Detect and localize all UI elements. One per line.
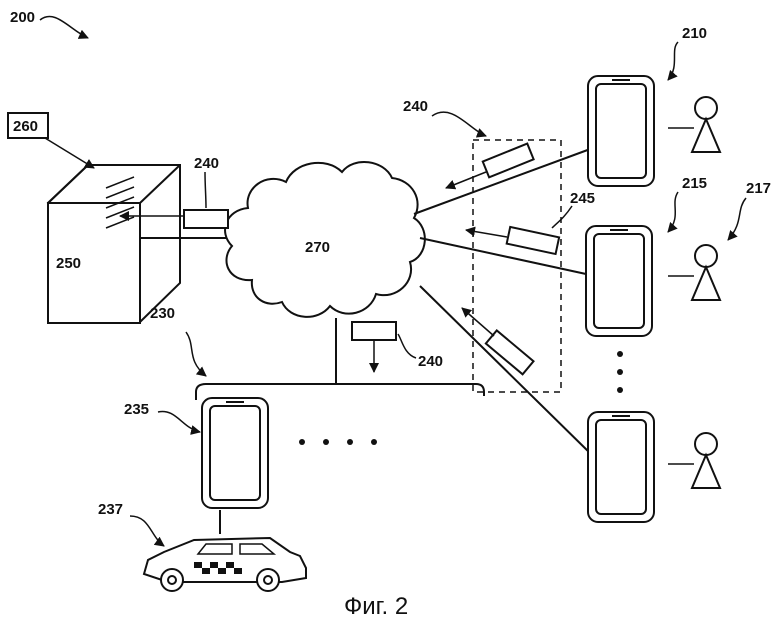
message-leader-mid — [552, 206, 572, 228]
user-b-label: 217 — [746, 180, 771, 197]
network-label: 270 — [305, 239, 330, 256]
figure-number-leader — [40, 16, 88, 38]
user-a — [668, 97, 720, 152]
message-box-bottom-right — [486, 330, 534, 374]
message-label-left: 240 — [194, 155, 219, 172]
driver-phone — [202, 398, 268, 508]
phone-a — [588, 76, 654, 186]
car-label: 237 — [98, 501, 123, 518]
user-b — [668, 245, 720, 300]
driver-phone-label: 235 — [124, 401, 149, 418]
message-label-bottom: 240 — [418, 353, 443, 370]
message-box-left — [184, 210, 228, 228]
phone-a-label: 210 — [682, 25, 707, 42]
horizontal-ellipsis — [299, 439, 377, 445]
phone-b-leader — [668, 192, 678, 232]
message-arrow-top — [446, 172, 486, 188]
phone-a-leader — [668, 42, 678, 80]
message-label-mid: 245 — [570, 190, 595, 207]
server-label: 250 — [56, 255, 81, 272]
car — [144, 538, 306, 591]
figure-caption: Фиг. 2 — [344, 593, 408, 620]
server-ref-label: 260 — [13, 118, 38, 135]
driver-phone-leader — [158, 411, 200, 432]
car-leader — [130, 516, 164, 546]
user-c — [668, 433, 720, 488]
group-leader — [186, 332, 206, 376]
message-label-top: 240 — [403, 98, 428, 115]
phone-b — [586, 226, 652, 336]
message-box-bottom — [352, 322, 396, 340]
link-phone-c — [420, 286, 593, 456]
server-ref-arrow — [45, 138, 94, 168]
phone-b-label: 215 — [682, 175, 707, 192]
phone-c — [588, 412, 654, 522]
message-leader-left — [205, 172, 206, 208]
server: 250 — [48, 165, 180, 323]
message-leader-bottom — [398, 334, 416, 358]
message-box-mid — [507, 227, 559, 254]
message-leader-top — [432, 112, 486, 136]
group-label: 230 — [150, 305, 175, 322]
user-b-leader — [728, 198, 746, 240]
vertical-ellipsis — [617, 351, 623, 393]
message-arrow-mid — [466, 230, 507, 237]
figure-number-label: 200 — [10, 9, 35, 26]
